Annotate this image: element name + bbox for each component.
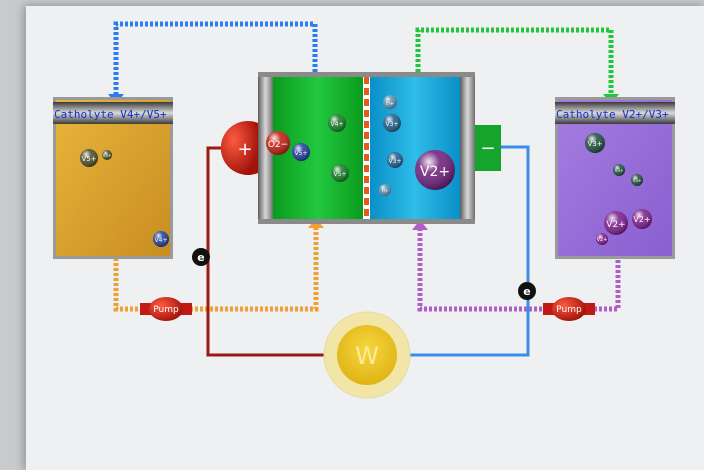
right-tank-label: Catholyte V2+/V3+ bbox=[556, 108, 669, 121]
blue-ion-1-label: H+ bbox=[386, 101, 394, 107]
green-flow-line bbox=[415, 27, 614, 97]
large-v2-ion: V2+ bbox=[415, 150, 455, 190]
blue-flow-line bbox=[113, 21, 318, 97]
blue-wire bbox=[400, 145, 530, 357]
electrochemical-cell: V4+ V5+ V5+ H+ V3+ V3+ bbox=[258, 72, 475, 224]
ion-v3-c: V3+ bbox=[631, 174, 643, 186]
positive-terminal: + bbox=[220, 120, 258, 175]
ion-v3-a-label: V3+ bbox=[587, 140, 602, 148]
green-ion-1-label: V4+ bbox=[331, 121, 344, 128]
orange-flow-line bbox=[113, 224, 319, 312]
purple-flow-line bbox=[417, 228, 621, 312]
negative-terminal: − bbox=[475, 125, 501, 171]
green-ion-3-label: V5+ bbox=[334, 171, 347, 178]
green-ion-3: V5+ bbox=[331, 164, 349, 182]
ion-v3-a: V3+ bbox=[585, 133, 605, 153]
ion-v4-blue: V4+ bbox=[153, 231, 169, 247]
blue-ion-1: H+ bbox=[383, 95, 397, 109]
blue-ion-2-label: V3+ bbox=[386, 121, 399, 128]
ion-v4-small: V4+ bbox=[102, 150, 112, 160]
blue-ion-4: H+ bbox=[379, 184, 391, 196]
green-ion-1: V4+ bbox=[328, 114, 346, 132]
pump-left: Pump bbox=[140, 297, 192, 321]
blue-ion-4-label: H+ bbox=[382, 188, 388, 193]
green-ion-2-label: V5+ bbox=[295, 150, 308, 157]
electron-right-label: e bbox=[523, 285, 530, 298]
left-tank-label: Catholyte V4+/V5+ bbox=[54, 108, 167, 121]
blue-ion-2: V3+ bbox=[383, 114, 401, 132]
pump-right-label: Pump bbox=[556, 305, 582, 315]
ion-v5: V5+ bbox=[80, 149, 98, 167]
ion-v3-c-label: V3+ bbox=[633, 178, 642, 183]
pump-right: Pump bbox=[543, 297, 595, 321]
green-ion-2: V5+ bbox=[292, 143, 310, 161]
electron-left-label: e bbox=[197, 251, 204, 264]
pump-left-label: Pump bbox=[153, 305, 179, 315]
ion-v2-b: V2+ bbox=[632, 209, 652, 229]
cyan-chamber bbox=[370, 77, 460, 219]
right-tank: Catholyte V2+/V3+ V3+ V3+ V3+ V2+ V2+ bbox=[555, 97, 675, 259]
ion-v5-label: V5+ bbox=[81, 155, 96, 163]
flow-lines bbox=[113, 21, 621, 312]
oxygen-ion-label: O2− bbox=[268, 140, 288, 150]
blue-ion-3: V3+ bbox=[387, 152, 403, 168]
blue-ion-3-label: V3+ bbox=[389, 158, 402, 165]
ion-v3-b: V3+ bbox=[613, 164, 625, 176]
cell-bottom-bar bbox=[258, 219, 475, 224]
ion-v2-b-label: V2+ bbox=[633, 215, 650, 224]
ion-v4-small-label: V4+ bbox=[103, 153, 112, 158]
large-v2-ion-label: V2+ bbox=[420, 164, 450, 180]
negative-sign: − bbox=[480, 138, 495, 159]
ion-v2-c-label: V2+ bbox=[597, 237, 608, 243]
positive-electrode-plate bbox=[258, 72, 273, 224]
cell-top-bar bbox=[258, 72, 475, 77]
oxygen-ion: O2− bbox=[266, 131, 290, 155]
ion-v2-a-label: V2+ bbox=[606, 220, 625, 230]
ion-v3-b-label: V3+ bbox=[615, 168, 624, 173]
left-tank: Catholyte V4+/V5+ V5+ V4+ V4+ bbox=[53, 97, 173, 259]
load: W bbox=[323, 311, 411, 399]
electron-left: e bbox=[192, 248, 210, 266]
negative-electrode-plate bbox=[460, 72, 475, 224]
positive-sign: + bbox=[237, 139, 252, 160]
ion-v4-blue-label: V4+ bbox=[155, 237, 168, 244]
ion-v2-c: V2+ bbox=[596, 233, 608, 245]
arrow-up-blue-chamber bbox=[412, 220, 428, 230]
load-label: W bbox=[355, 342, 379, 370]
electron-right: e bbox=[518, 282, 536, 300]
ion-v2-a: V2+ bbox=[604, 211, 628, 235]
